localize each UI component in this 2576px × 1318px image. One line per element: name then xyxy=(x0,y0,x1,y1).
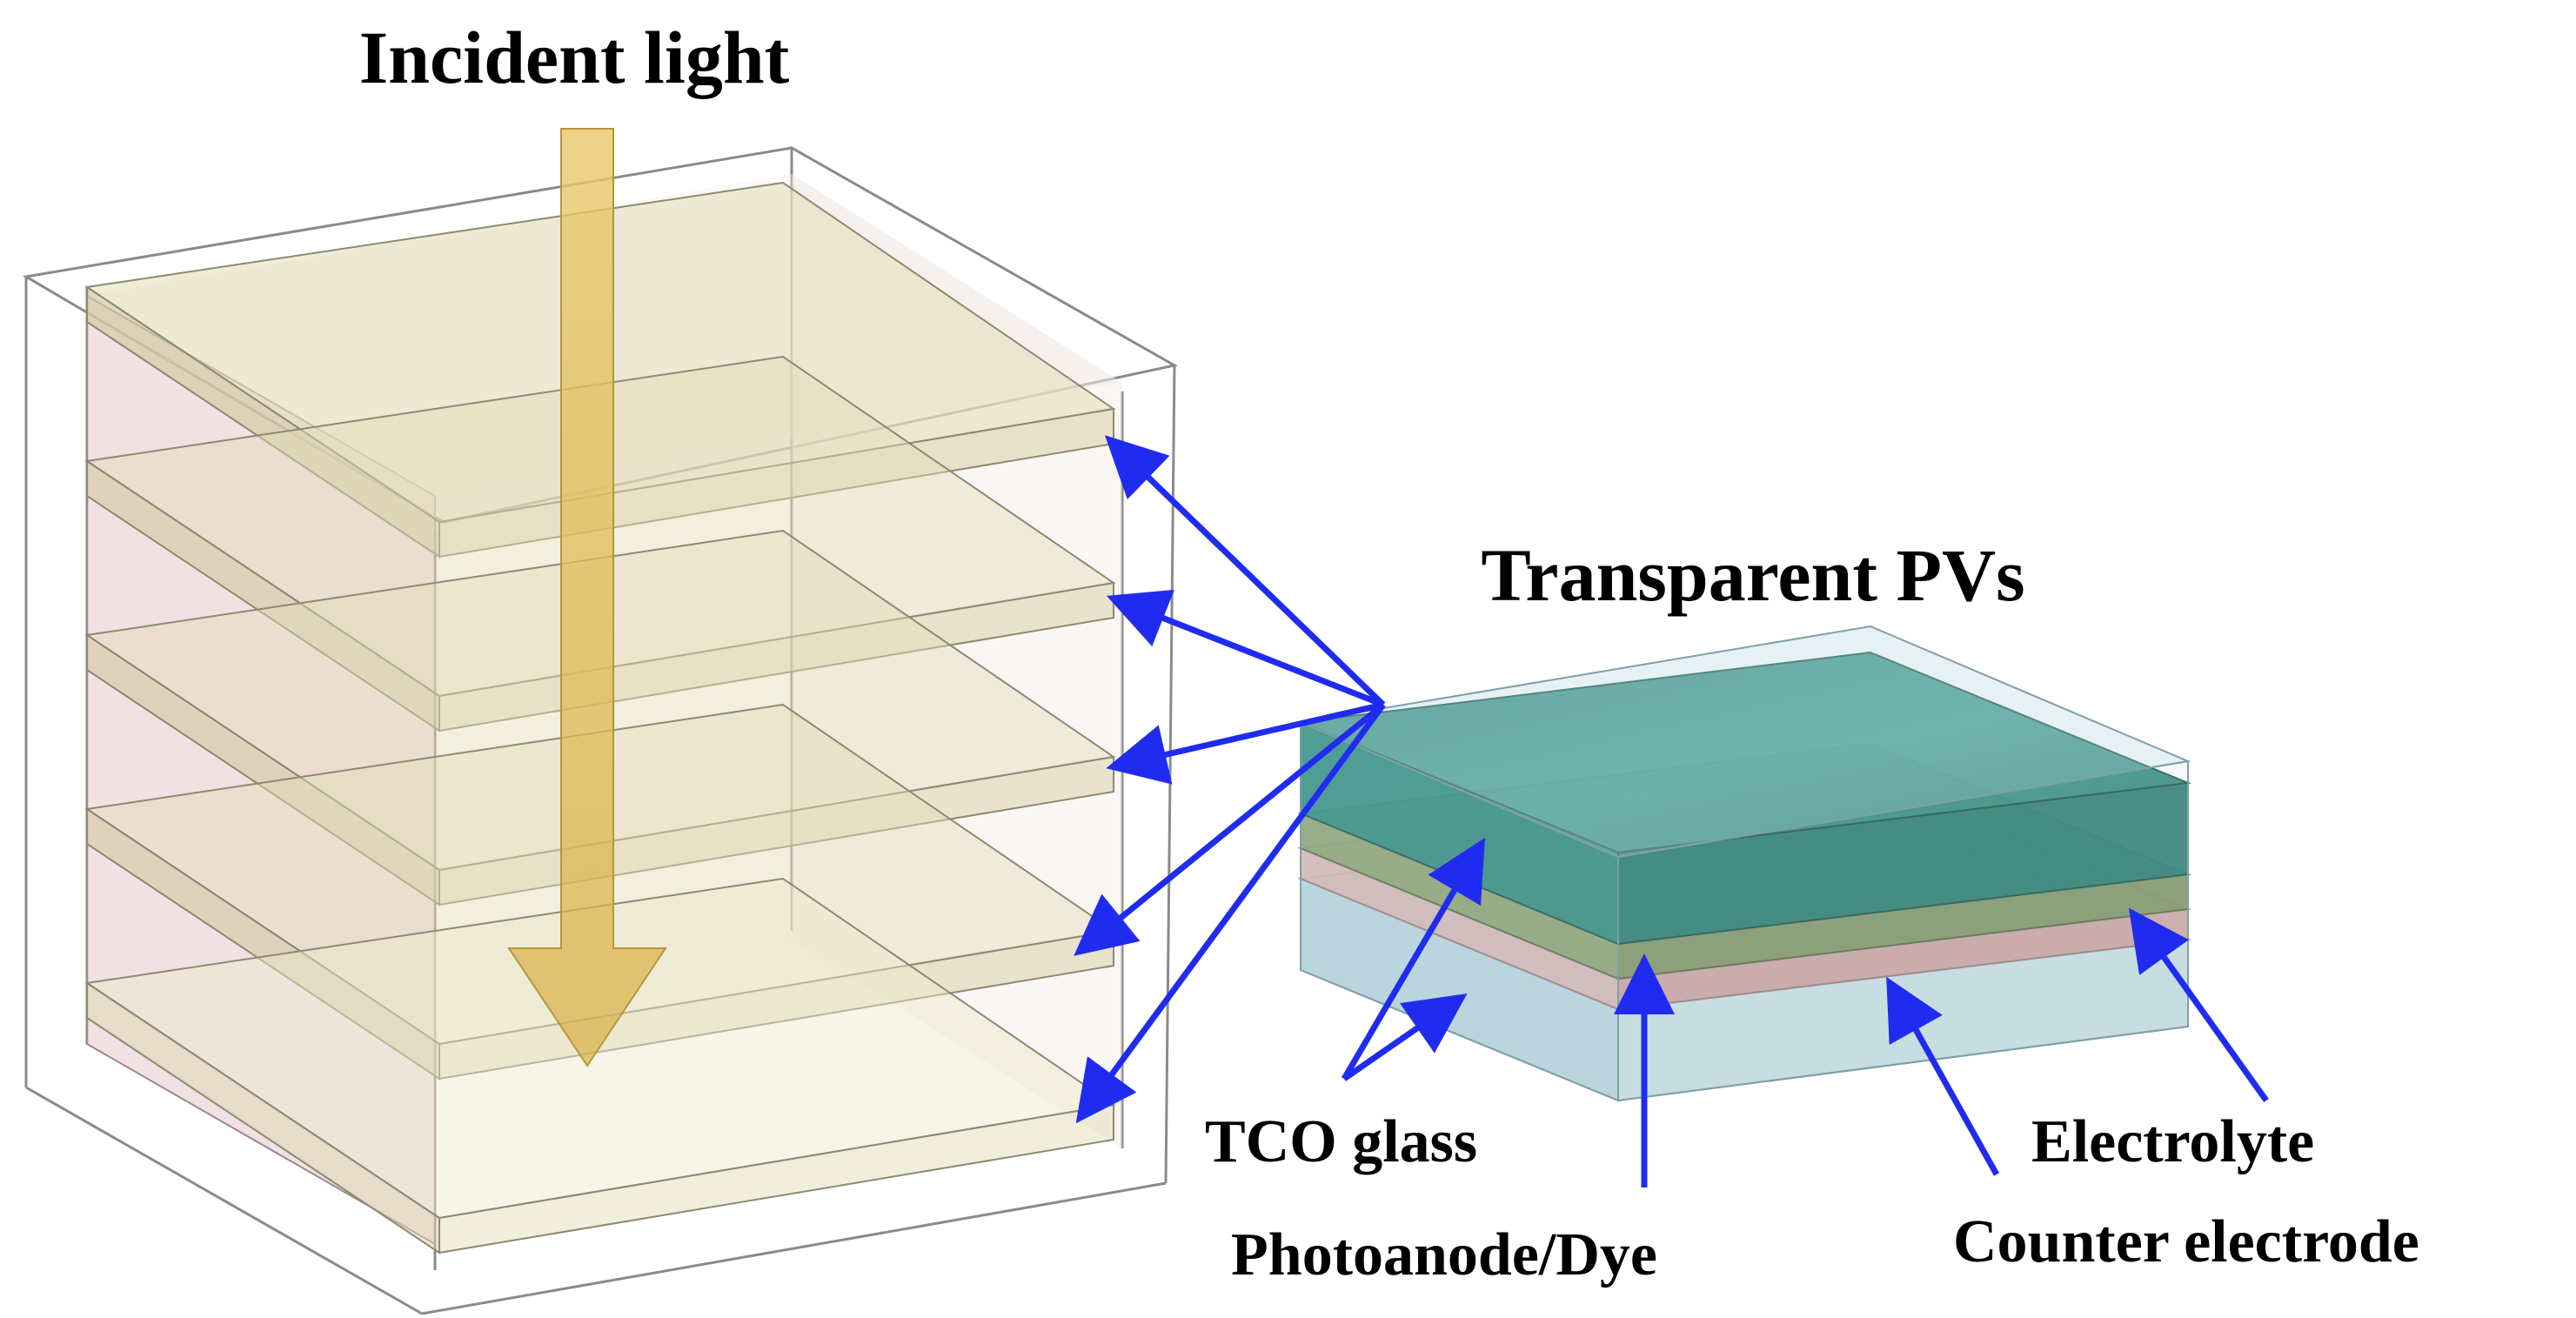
tco-glass-label: TCO glass xyxy=(1205,1108,1477,1175)
arrow-tco-bottom xyxy=(1342,994,1468,1081)
photoanode-dye-label: Photoanode/Dye xyxy=(1231,1221,1657,1288)
shelf-5 xyxy=(84,877,1116,1254)
transparent-pvs-label: Transparent PVs xyxy=(1481,533,2024,617)
arrow-counter-electrode xyxy=(1886,976,2000,1176)
counter-electrode-label: Counter electrode xyxy=(1953,1208,2419,1275)
arrow-to-shelf-4 xyxy=(1074,702,1386,956)
pv-cell-stack xyxy=(1297,625,2191,1102)
arrow-tco-top xyxy=(1341,837,1486,1080)
incident-light-arrow xyxy=(507,128,667,1067)
arrow-to-shelf-3 xyxy=(1106,701,1384,785)
incident-light-label: Incident light xyxy=(359,16,790,99)
pointer-arrows xyxy=(1074,435,2269,1188)
top-tco-glass xyxy=(1297,651,2191,946)
arrow-to-shelf-1 xyxy=(1104,435,1386,707)
arrow-to-shelf-2 xyxy=(1106,589,1385,708)
arrow-to-shelf-5 xyxy=(1075,702,1386,1124)
bookshelf xyxy=(22,128,1179,1315)
electrolyte-label: Electrolyte xyxy=(2031,1108,2314,1175)
arrow-electrolyte xyxy=(2128,907,2269,1103)
pv-casing xyxy=(1297,625,2191,1102)
